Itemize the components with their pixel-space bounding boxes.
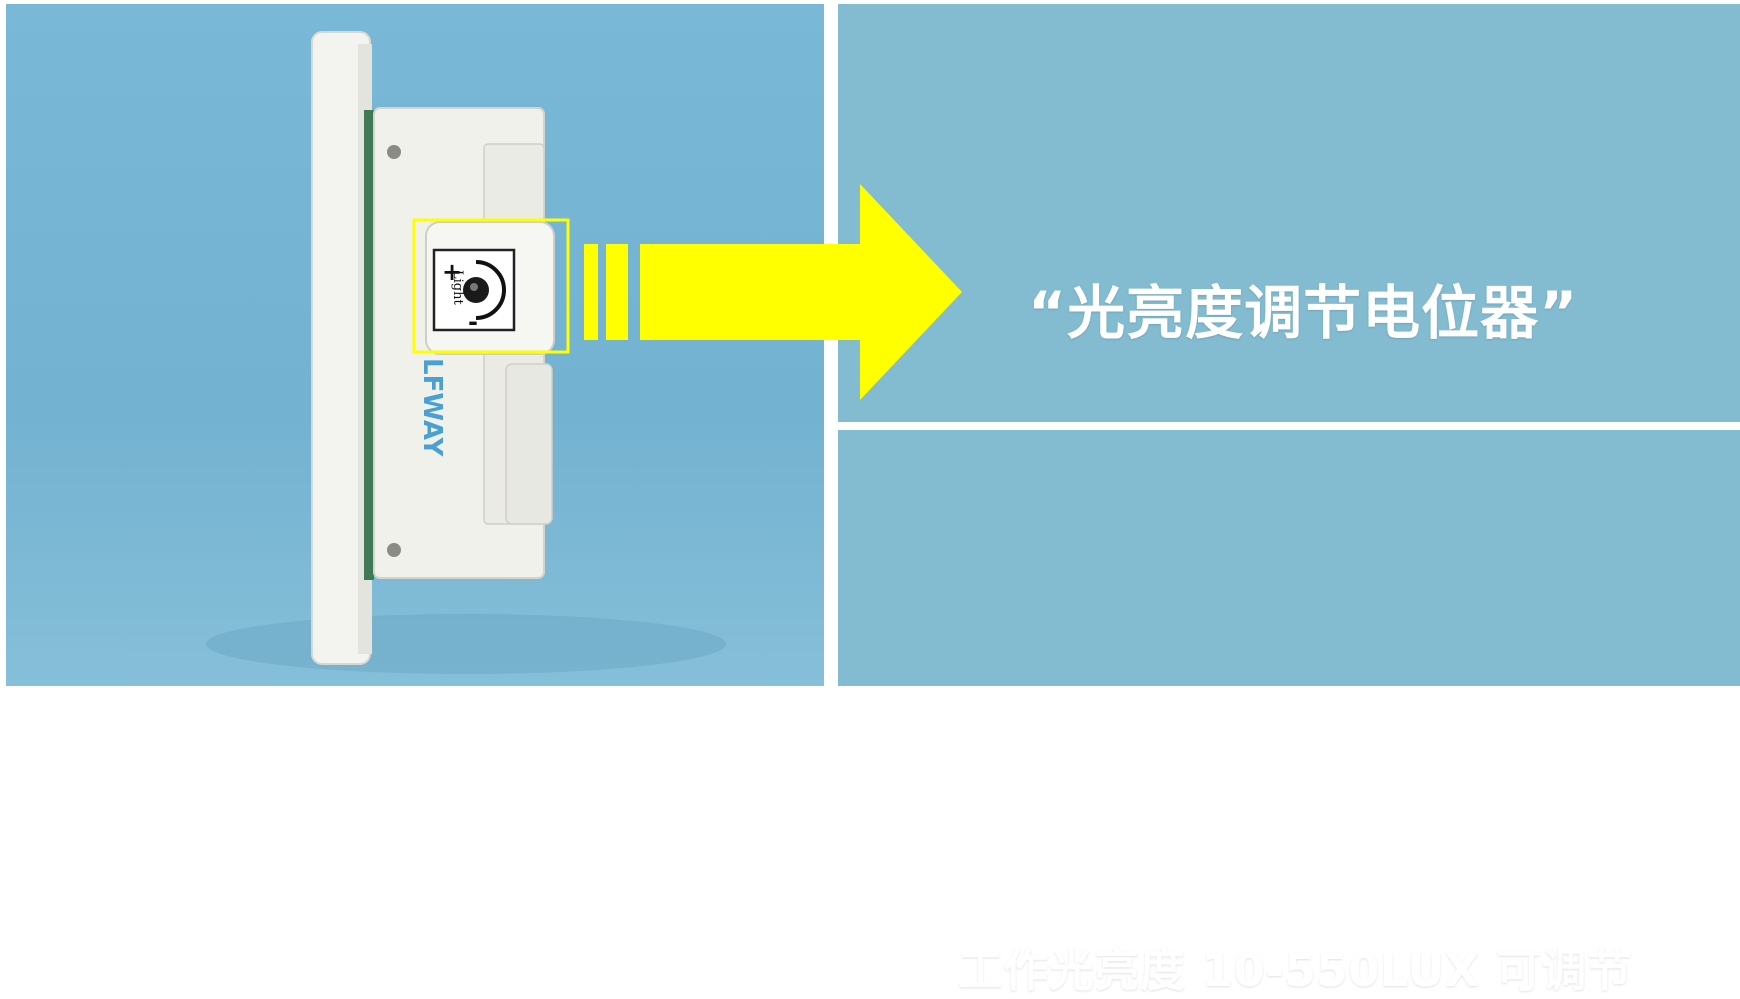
brand-mark: LFWAY — [417, 358, 447, 457]
surface-shadow — [206, 614, 726, 674]
minus-sign: - — [468, 308, 478, 336]
screw-bottom — [387, 543, 401, 557]
highlight-frame — [412, 218, 570, 354]
plus-sign: + — [442, 258, 462, 286]
knob-label: Light — [450, 270, 465, 305]
pcb-strip — [364, 110, 374, 580]
heading-panel: “光亮度调节电位器” — [838, 4, 1740, 422]
subheading-text: 工作光亮度 10-550LUX 可调节 — [958, 944, 1633, 997]
knob-highlight — [470, 283, 478, 291]
subheading-panel: 工作光亮度 10-550LUX 可调节 — [838, 430, 1740, 997]
sensor-switch-illustration: + - Light LFWAY — [206, 31, 726, 674]
product-photo: + - Light LFWAY — [6, 4, 824, 686]
adjust-arc — [475, 260, 506, 320]
screw-top — [387, 145, 401, 159]
housing-clip — [505, 363, 553, 525]
heading-text: “光亮度调节电位器” — [1028, 279, 1579, 347]
